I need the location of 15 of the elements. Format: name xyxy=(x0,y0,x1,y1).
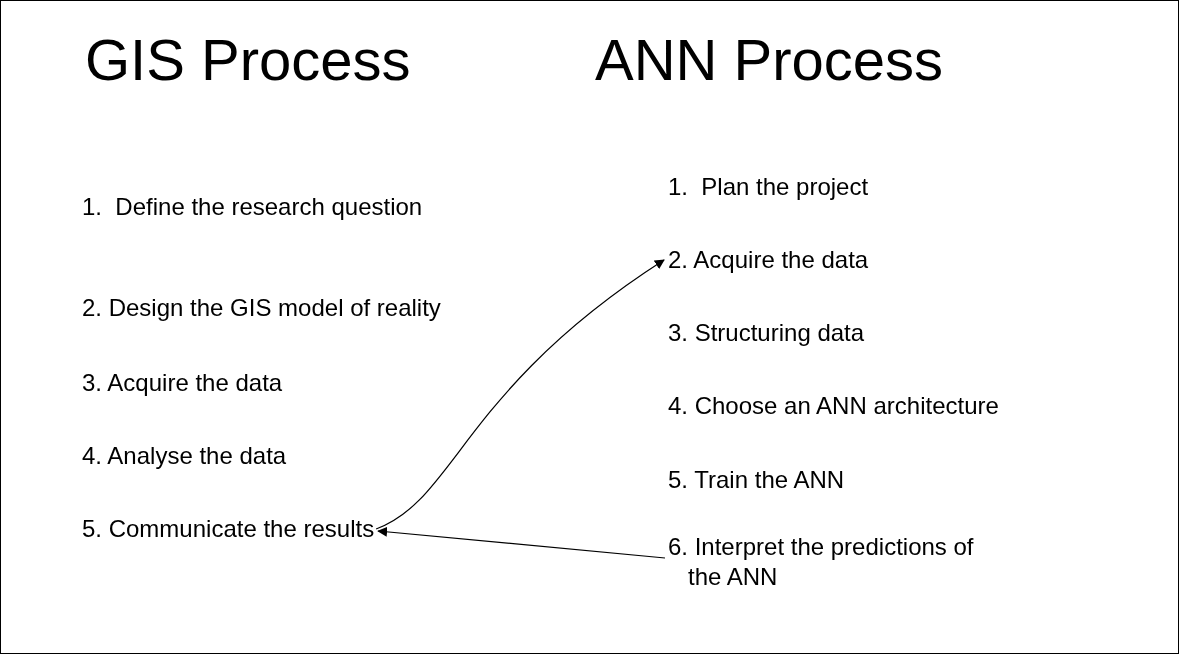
step-text: 6. Interpret the predictions of the ANN xyxy=(668,532,975,592)
step-text: 5. Train the ANN xyxy=(668,465,845,495)
step-text: 1. Plan the project xyxy=(668,172,869,202)
arrow xyxy=(375,259,665,530)
step-text: 4. Analyse the data xyxy=(82,441,287,471)
heading: ANN Process xyxy=(595,28,944,92)
step-text: 3. Structuring data xyxy=(668,318,865,348)
step-text: 1. Define the research question xyxy=(82,192,424,222)
step-text: 4. Choose an ANN architecture xyxy=(668,391,999,421)
step-text: 3. Acquire the data xyxy=(82,368,283,398)
heading: GIS Process xyxy=(85,28,411,92)
step-text: 5. Communicate the results xyxy=(82,514,375,544)
step-text: 2. Design the GIS model of reality xyxy=(82,293,441,323)
step-text: 2. Acquire the data xyxy=(668,245,869,275)
arrow xyxy=(377,526,666,559)
